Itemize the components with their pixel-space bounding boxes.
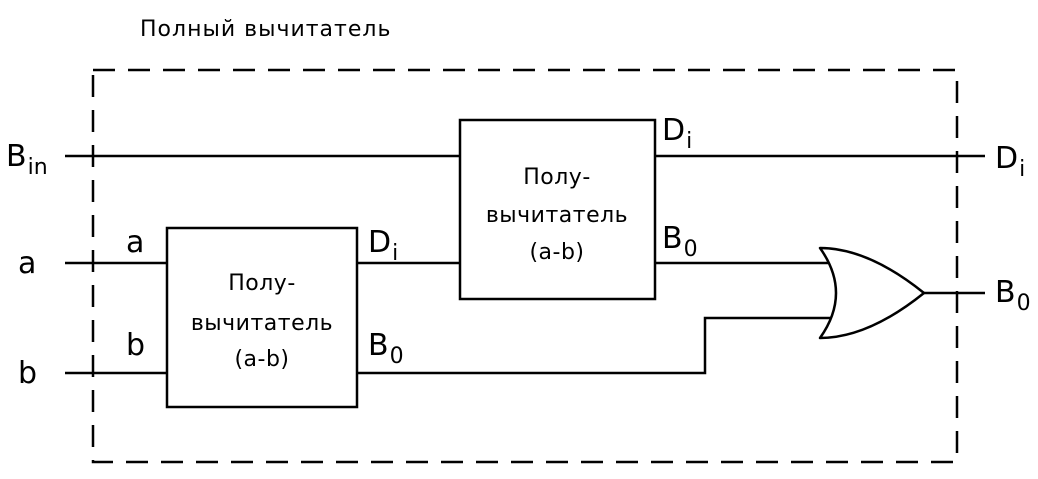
hs1-label-line3: (a-b) (234, 347, 289, 372)
hs2-pin-d: Di (662, 113, 692, 154)
hs1-label-line2: вычитатель (191, 311, 333, 336)
label-input-a: a (18, 246, 36, 281)
hs2-pin-b0: B0 (662, 221, 698, 262)
hs1-pin-a: a (126, 225, 144, 260)
half-subtractor-2-block (458, 118, 657, 301)
half-subtractor-1-block (165, 226, 359, 409)
hs2-label-line3: (a-b) (529, 240, 584, 265)
enclosure-dashed-border (91, 68, 959, 464)
label-borrow-in: Bin (6, 139, 48, 180)
hs2-label-line1: Полу- (523, 165, 591, 190)
label-difference-out: Di (995, 141, 1025, 182)
hs1-pin-d: Di (368, 225, 398, 266)
or-gate-symbol (818, 246, 926, 340)
label-borrow-out: B0 (995, 275, 1031, 316)
diagram-title: Полный вычитатель (140, 17, 391, 42)
wire-hs1-b-to-or (357, 316, 833, 375)
hs2-label-line2: вычитатель (486, 203, 628, 228)
label-input-b: b (18, 356, 37, 391)
hs1-pin-b0: B0 (368, 328, 404, 369)
hs1-label-line1: Полу- (228, 271, 296, 296)
hs1-pin-b: b (126, 328, 145, 363)
